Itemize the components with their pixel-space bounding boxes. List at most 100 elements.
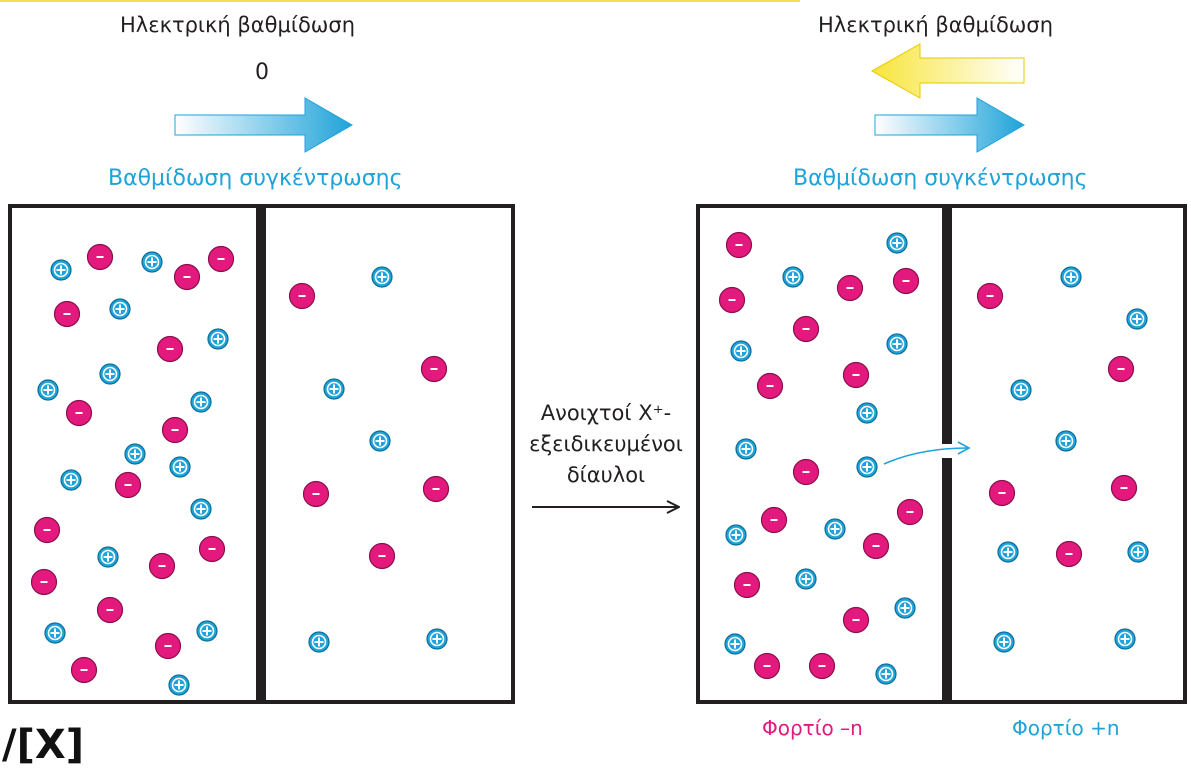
negative-ion: [753, 652, 781, 680]
positive-ion: [50, 259, 72, 281]
negative-ion: [30, 568, 58, 596]
negative-ion: [792, 458, 820, 486]
negative-ion: [288, 282, 316, 310]
left-electric-gradient-label: Ηλεκτρική βαθμίδωση: [120, 13, 355, 37]
transition-label: Ανοιχτοί X⁺- εξειδικευμένοι δίαυλοι: [516, 398, 696, 491]
positive-ion: [1114, 628, 1136, 650]
negative-ion: [808, 652, 836, 680]
negative-ion: [892, 267, 920, 295]
right-electric-gradient-label: Ηλεκτρική βαθμίδωση: [818, 13, 1053, 37]
negative-ion: [302, 480, 330, 508]
negative-ion: [161, 416, 189, 444]
negative-ion: [53, 300, 81, 328]
positive-ion: [371, 266, 393, 288]
positive-ion: [60, 469, 82, 491]
negative-ion: [156, 335, 184, 363]
positive-ion: [99, 363, 121, 385]
positive-ion: [323, 378, 345, 400]
negative-ion: [896, 498, 924, 526]
negative-ion: [725, 231, 753, 259]
positive-ion: [97, 546, 119, 568]
positive-ion: [725, 524, 747, 546]
negative-ion: [842, 606, 870, 634]
negative-ion: [1107, 355, 1135, 383]
negative-ion: [756, 372, 784, 400]
ions-layer: [30, 231, 1149, 696]
positive-ion: [735, 438, 757, 460]
positive-ion: [875, 663, 897, 685]
transition-label-line2: εξειδικευμένοι: [529, 432, 683, 456]
ion-diagram: [8, 43, 1187, 704]
negative-ion: [862, 532, 890, 560]
positive-ion: [426, 628, 448, 650]
negative-ion: [65, 399, 93, 427]
concentration-gradient-arrow-right: [874, 97, 1026, 153]
positive-ion: [190, 391, 212, 413]
negative-ion: [368, 542, 396, 570]
negative-ion: [1110, 474, 1138, 502]
positive-ion: [856, 402, 878, 424]
positive-ion: [168, 674, 190, 696]
positive-ion: [730, 340, 752, 362]
positive-ion: [207, 328, 229, 350]
top-accent-line: [0, 0, 800, 2]
positive-ion: [37, 379, 59, 401]
positive-ion: [44, 622, 66, 644]
negative-ion: [718, 286, 746, 314]
bottom-partial-label: /[X]: [2, 722, 85, 768]
negative-ion: [836, 274, 864, 302]
positive-ion: [124, 443, 146, 465]
right-side-charge-label: Φορτίο +n: [1012, 716, 1120, 740]
negative-ion: [198, 535, 226, 563]
positive-ion: [782, 266, 804, 288]
left-electric-gradient-value: 0: [255, 60, 269, 85]
positive-ion: [169, 456, 191, 478]
right-concentration-gradient-label: Βαθμίδωση συγκέντρωσης: [793, 166, 1088, 191]
transition-label-line3: δίαυλοι: [566, 463, 646, 487]
left-membrane: [256, 206, 266, 702]
positive-ion: [993, 631, 1015, 653]
right-membrane-lower: [942, 458, 952, 702]
negative-ion: [976, 282, 1004, 310]
negative-ion: [173, 263, 201, 291]
negative-ion: [988, 479, 1016, 507]
negative-ion: [792, 315, 820, 343]
positive-ion: [886, 232, 908, 254]
positive-ion: [894, 597, 916, 619]
positive-ion: [196, 620, 218, 642]
right-membrane-upper: [942, 206, 952, 444]
negative-ion: [33, 516, 61, 544]
concentration-gradient-arrow-left: [174, 97, 354, 153]
negative-ion: [733, 571, 761, 599]
left-concentration-gradient-label: Βαθμίδωση συγκέντρωσης: [108, 166, 403, 191]
negative-ion: [842, 361, 870, 389]
negative-ion: [70, 656, 98, 684]
positive-ion: [1127, 541, 1149, 563]
positive-ion: [308, 631, 330, 653]
transition-label-line1: Ανοιχτοί X⁺-: [540, 401, 672, 425]
positive-ion: [856, 456, 878, 478]
negative-ion: [96, 596, 124, 624]
negative-ion: [760, 506, 788, 534]
positive-ion: [886, 333, 908, 355]
negative-ion: [154, 632, 182, 660]
positive-ion: [109, 298, 131, 320]
positive-ion: [1055, 430, 1077, 452]
negative-ion: [207, 245, 235, 273]
positive-ion: [1060, 266, 1082, 288]
electric-gradient-arrow-right: [870, 43, 1025, 99]
negative-ion: [420, 355, 448, 383]
positive-ion: [795, 568, 817, 590]
positive-ion: [141, 251, 163, 273]
ion-passage-arrow: [883, 441, 971, 465]
negative-ion: [1055, 540, 1083, 568]
negative-ion: [114, 471, 142, 499]
positive-ion: [1126, 308, 1148, 330]
positive-ion: [724, 633, 746, 655]
positive-ion: [1010, 379, 1032, 401]
left-side-charge-label: Φορτίο –n: [762, 716, 863, 740]
negative-ion: [148, 552, 176, 580]
negative-ion: [422, 475, 450, 503]
right-compartment-box: [696, 204, 1187, 704]
positive-ion: [369, 430, 391, 452]
